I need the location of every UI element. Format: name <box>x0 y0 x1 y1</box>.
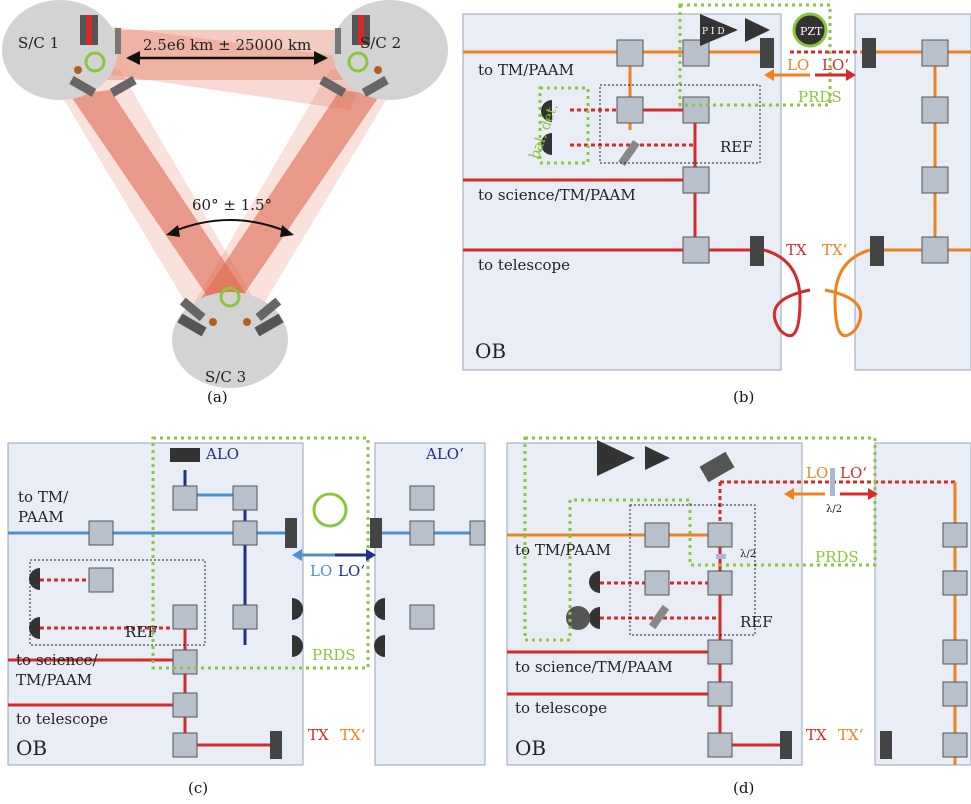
pzt-icon <box>792 12 828 48</box>
c-alo-prime: ALO‘ <box>425 445 464 463</box>
d-lo: LO <box>806 464 828 482</box>
b-tx: TX <box>786 241 807 259</box>
c-tx: TX <box>308 726 329 744</box>
c-paam: PAAM <box>18 508 64 526</box>
b-to-science: to science/TM/PAAM <box>478 186 636 204</box>
sc1-optics <box>69 15 137 97</box>
ob-bench-b <box>462 13 782 371</box>
d-half-wave-1: λ/2 <box>826 504 842 515</box>
ob-bench-d-remote <box>874 442 971 766</box>
ob-bench-b-remote <box>854 13 971 371</box>
c-tm-paam: TM/PAAM <box>16 671 92 689</box>
d-pzt-mirror <box>699 451 735 483</box>
b-lo: LO <box>787 56 809 74</box>
beam-1-3-wide <box>40 60 260 310</box>
b-to-tm-paam: to TM/PAAM <box>478 61 574 79</box>
c-tx-prime: TX‘ <box>340 726 366 744</box>
beam-1-2-wide <box>60 20 370 110</box>
c-alo: ALO <box>205 445 239 463</box>
caption-c: (c) <box>188 779 208 797</box>
b-pid: P I D <box>702 27 725 37</box>
d-ref: REF <box>740 613 773 631</box>
panel-c: ALO ALO‘ to TM/ PAAM REF to science/ TM/… <box>7 436 486 797</box>
d-to-tm-paam: to TM/PAAM <box>515 541 611 559</box>
c-prds: PRDS <box>312 646 356 664</box>
caption-a: (a) <box>207 388 228 406</box>
arm-length-label: 2.5e6 km ± 25000 km <box>143 36 311 54</box>
d-hv-amplifier-icon <box>645 446 670 470</box>
b-pzt: PZT <box>800 25 823 38</box>
coupler-tx-prime <box>870 236 884 266</box>
sc2-optics <box>319 15 389 97</box>
d-to-science: to science/TM/PAAM <box>515 658 673 676</box>
c-ref: REF <box>125 623 158 641</box>
caption-b: (b) <box>733 388 754 406</box>
c-lo-prime: LO‘ <box>338 562 365 580</box>
c-to-science: to science/ <box>16 651 99 669</box>
c-to-tm: to TM/ <box>18 488 69 506</box>
angle-arc <box>171 219 289 233</box>
b-lo-prime: LO‘ <box>822 56 849 74</box>
fiber-coil-c <box>312 492 348 528</box>
beam-2-3-wide <box>190 60 410 310</box>
ob-bench-d <box>506 442 803 766</box>
caption-d: (d) <box>733 779 754 797</box>
d-pd-amplifier-icon <box>597 440 635 476</box>
hv-amplifier-icon <box>745 18 770 42</box>
sc3-optics <box>177 286 284 337</box>
d-tx: TX <box>806 726 827 744</box>
d-ob: OB <box>515 736 546 760</box>
d-tx-prime: TX‘ <box>838 726 864 744</box>
beam-1-2 <box>95 30 355 80</box>
sc1-label: S/C 1 <box>18 34 59 52</box>
b-to-telescope: to telescope <box>478 256 570 274</box>
coupler-tx <box>750 236 764 266</box>
coupler-lo <box>760 38 774 68</box>
panel-d: to TM/PAAM REF to science/TM/PAAM to tel… <box>506 436 971 797</box>
beam-1-3 <box>70 90 250 300</box>
angle-label: 60° ± 1.5° <box>192 196 272 214</box>
c-to-telescope: to telescope <box>16 710 108 728</box>
c-ob: OB <box>16 736 47 760</box>
d-prds: PRDS <box>815 548 859 566</box>
b-tx-prime: TX‘ <box>822 241 848 259</box>
b-ob: OB <box>475 339 506 363</box>
c-lo: LO <box>310 562 332 580</box>
panel-b: to TM/PAAM bal. det. REF to science/TM/P… <box>462 3 971 406</box>
alo-coupler <box>170 448 200 462</box>
d-half-wave-2: λ/2 <box>740 549 756 560</box>
d-to-telescope: to telescope <box>515 699 607 717</box>
sc3-label: S/C 3 <box>205 368 246 386</box>
b-ref: REF <box>720 138 753 156</box>
coupler-lo-prime <box>862 38 876 68</box>
d-lo-prime: LO‘ <box>840 464 867 482</box>
beam-2-3 <box>200 90 380 300</box>
b-prds: PRDS <box>798 88 842 106</box>
d-quadrant-detector <box>566 606 590 630</box>
panel-a: S/C 1 S/C 2 S/C 3 2.5e6 km ± 25000 km 60… <box>2 0 448 406</box>
pid-amplifier-icon <box>700 14 738 46</box>
sc2-label: S/C 2 <box>360 34 401 52</box>
